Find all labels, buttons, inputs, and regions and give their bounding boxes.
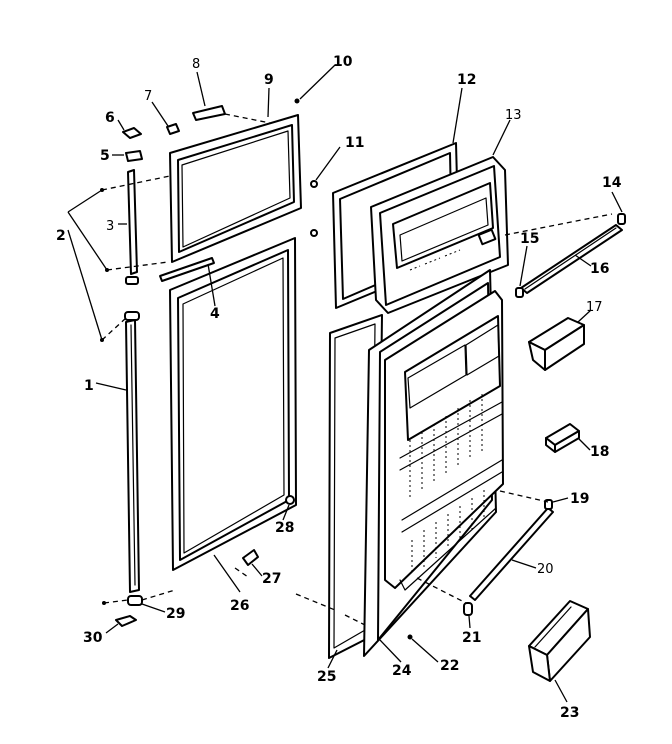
callout-10: 10 bbox=[333, 54, 353, 70]
handle-screws bbox=[100, 188, 109, 605]
rail-end-cap-21 bbox=[463, 602, 473, 616]
handle-dashed-guides bbox=[101, 175, 176, 604]
clip-7 bbox=[166, 123, 180, 135]
callout-19: 19 bbox=[570, 491, 589, 507]
callout-3: 3 bbox=[106, 219, 114, 234]
lower-handle bbox=[124, 311, 143, 606]
dairy-compartment-17 bbox=[528, 317, 585, 371]
callout-15: 15 bbox=[520, 231, 539, 247]
callout-21: 21 bbox=[462, 630, 481, 646]
callout-12: 12 bbox=[457, 72, 476, 88]
callout-5: 5 bbox=[100, 148, 110, 164]
callout-11: 11 bbox=[345, 135, 364, 151]
rail-end-cap-14 bbox=[617, 213, 626, 225]
rail-guide bbox=[504, 213, 613, 236]
rail-end-cap-15 bbox=[515, 287, 524, 298]
callout-16: 16 bbox=[590, 261, 609, 277]
screw-11b bbox=[310, 229, 318, 237]
callout-17: 17 bbox=[586, 300, 603, 315]
callout-28: 28 bbox=[275, 520, 294, 536]
callout-29: 29 bbox=[166, 606, 185, 622]
top-guide bbox=[224, 113, 271, 124]
leader-lines bbox=[67, 64, 623, 703]
fresh-food-door bbox=[363, 269, 504, 657]
shelf-rail-16 bbox=[520, 224, 623, 294]
screw-22 bbox=[407, 634, 413, 640]
upper-handle bbox=[125, 169, 139, 285]
callout-22: 22 bbox=[440, 658, 459, 674]
callout-24: 24 bbox=[392, 663, 412, 679]
door-bin-23 bbox=[528, 600, 591, 682]
callout-6: 6 bbox=[105, 110, 115, 126]
callout-26: 26 bbox=[230, 598, 249, 614]
callout-1: 1 bbox=[84, 378, 94, 394]
handle-end-cap-5 bbox=[125, 150, 143, 162]
callout-13: 13 bbox=[505, 108, 522, 123]
callout-14: 14 bbox=[602, 175, 622, 191]
handle-end-cap-6 bbox=[122, 127, 142, 139]
screw-11 bbox=[310, 180, 318, 188]
callout-18: 18 bbox=[590, 444, 609, 460]
callout-23: 23 bbox=[560, 705, 579, 721]
callout-2: 2 bbox=[56, 228, 66, 244]
divider-strip-4 bbox=[159, 257, 215, 282]
egg-holder-18 bbox=[545, 423, 580, 453]
callout-30: 30 bbox=[83, 630, 103, 646]
hinge-cover-27 bbox=[242, 549, 259, 566]
freezer-door-gasket-frame bbox=[169, 114, 302, 263]
lower-dashed-guides bbox=[234, 490, 549, 626]
callout-8: 8 bbox=[192, 57, 200, 72]
callout-labels: 1 2 3 4 5 6 7 8 9 10 11 12 13 14 15 16 1… bbox=[56, 54, 622, 721]
handle-screw-30 bbox=[115, 615, 137, 627]
callout-9: 9 bbox=[264, 72, 274, 88]
callout-20: 20 bbox=[537, 562, 554, 577]
fresh-food-door-gasket-frame bbox=[169, 237, 297, 571]
freezer-handle-trim-8 bbox=[192, 105, 226, 121]
screw-10 bbox=[294, 98, 300, 104]
plug-28 bbox=[285, 495, 295, 505]
callout-25: 25 bbox=[317, 669, 336, 685]
callout-27: 27 bbox=[262, 571, 281, 587]
callout-4: 4 bbox=[210, 306, 220, 322]
door-rail-20 bbox=[469, 507, 554, 601]
freezer-door bbox=[370, 156, 509, 314]
callout-7: 7 bbox=[144, 89, 152, 104]
